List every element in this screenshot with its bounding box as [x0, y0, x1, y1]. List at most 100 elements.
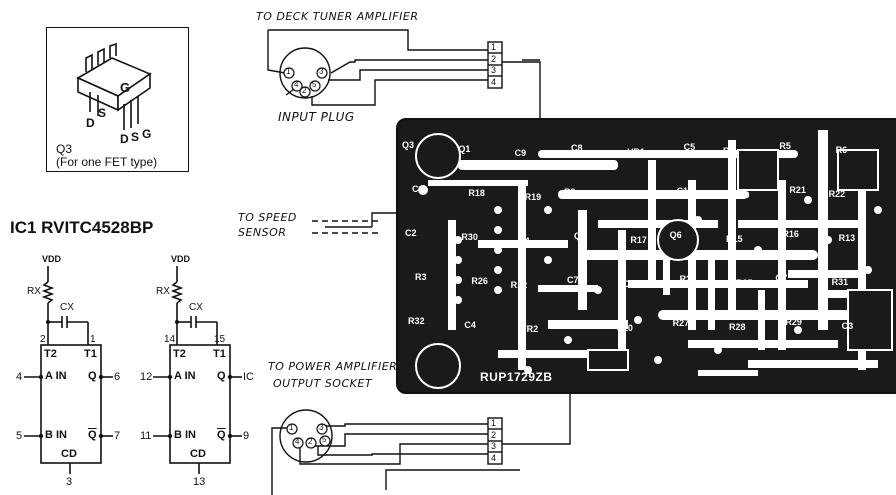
q3-title: Q3: [56, 142, 73, 156]
label-input-plug: INPUT PLUG: [278, 110, 355, 124]
pcb-part-label: C3: [841, 321, 854, 331]
ic1-right-cx: CX: [189, 302, 203, 313]
pcb-part-label: R4: [723, 146, 735, 156]
pcb-board-id: RUP1729ZB: [480, 370, 553, 384]
pcb-part-label: R22: [828, 189, 846, 199]
pcb-part-label: R25: [736, 278, 753, 288]
ic1-right-pin-a: 12: [140, 371, 153, 383]
pcb-part-label: Q1: [458, 144, 471, 154]
ic1-left-q: Q: [88, 370, 97, 382]
pcb-part-label: VR2: [520, 324, 539, 334]
din-bottom-pin-3: 3: [319, 423, 324, 432]
pcb-part-label: R16: [782, 229, 799, 239]
pcb-part-label: R21: [789, 185, 806, 195]
ic1-left-a-in: A IN: [45, 370, 67, 382]
ic1-right-pin-t1: 15: [214, 334, 226, 345]
conn-bottom-pin-4: 4: [491, 453, 497, 463]
din-top-pin-5: 5: [312, 80, 317, 89]
ic1-left-rx: RX: [27, 286, 41, 297]
pcb-part-label: C2: [405, 228, 417, 238]
q3-pin-s-right: S: [131, 130, 140, 144]
pcb-part-label: C5: [683, 142, 696, 152]
pcb-part-label: C4: [464, 320, 476, 330]
pcb-part-label: R13: [838, 233, 856, 243]
pcb-part-label: R3: [415, 272, 427, 282]
pcb-part-label: R31: [831, 277, 849, 287]
ic1-right-qbar: Q: [217, 429, 226, 441]
pcb-part-label: Q4: [517, 236, 530, 246]
pcb-part-label: R27: [672, 318, 690, 328]
ic1-right-pin-cd: 13: [193, 476, 206, 488]
din-top-pin-1: 1: [286, 67, 291, 76]
ic1-left-pin-qbar: 7: [114, 430, 121, 442]
pcb-part-label: C9: [514, 148, 527, 158]
pcb-part-label: Q5: [574, 231, 587, 241]
pcb-part-label: Q7: [775, 273, 788, 283]
ic1-left-t2: T2: [44, 348, 57, 360]
ic1-right-rx: RX: [156, 286, 170, 297]
conn-bottom-pin-2: 2: [491, 430, 497, 440]
pcb-part-label: VR1: [627, 147, 645, 157]
ic1-right-q: Q: [217, 370, 226, 382]
ic1-left-pin-cd: 3: [66, 476, 73, 488]
ic1-left-qbar: Q: [88, 429, 97, 441]
q3-pin-s-left: S: [98, 106, 107, 120]
pcb-board: RUP1729ZB: [396, 118, 896, 394]
pcb-part-label: R15: [726, 234, 743, 244]
pcb-part-label: R9: [564, 187, 576, 197]
pcb-part-label: R26: [471, 276, 488, 286]
din-top-pin-2: 2: [302, 86, 307, 95]
q3-gate-label: G: [120, 80, 131, 95]
pcb-part-label: R19: [524, 192, 542, 202]
ic1-left-pin-t1: 1: [90, 334, 96, 345]
ic1-left-pin-t2: 2: [40, 334, 46, 345]
ic1-left-t1: T1: [84, 348, 97, 360]
q3-pin-d-left: D: [86, 116, 95, 130]
pcb-part-label: Q6: [669, 230, 682, 240]
conn-bottom-pin-1: 1: [491, 418, 497, 428]
ic1-right-a-in: A IN: [174, 370, 196, 382]
pcb-part-label: R23: [679, 274, 697, 284]
pcb-part-label: R28: [729, 322, 746, 332]
pcb-part-label: R20: [733, 190, 750, 200]
pcb-part-label: C27: [623, 279, 640, 289]
ic1-right-vdd: VDD: [171, 254, 191, 264]
pcb-part-label: TH1: [620, 191, 638, 201]
label-power-amp-1: TO POWER AMPLIFIER: [268, 360, 398, 373]
q3-package-box: [46, 27, 189, 172]
din-bottom-pin-4: 4: [295, 437, 300, 446]
ic1-right-cd: CD: [190, 448, 206, 460]
din-bottom-pin-5: 5: [322, 435, 327, 444]
ic1-right-pin-b: 11: [140, 430, 152, 442]
conn-top-pin-4: 4: [491, 77, 497, 87]
ic1-left-cd: CD: [61, 448, 77, 460]
label-speed-sensor-1: TO SPEED: [238, 211, 297, 224]
ic1-left-pin-q: 6: [114, 371, 121, 383]
ic1-left-vdd: VDD: [42, 254, 62, 264]
q3-pin-d-right: D: [120, 132, 129, 146]
q3-subtitle: (For one FET type): [56, 155, 158, 169]
din-top-pin-3: 3: [319, 67, 324, 76]
pcb-part-label: C10: [616, 323, 633, 333]
pcb-part-label: R17: [630, 235, 647, 245]
pcb-traces: [415, 130, 893, 389]
pcb-part-label: C7: [567, 275, 579, 285]
label-deck-tuner: TO DECK TUNER AMPLIFIER: [256, 10, 419, 23]
q3-pin-g-right: G: [142, 127, 152, 141]
conn-top-pin-2: 2: [491, 54, 497, 64]
ic1-right-b-in: B IN: [174, 429, 196, 441]
pcb-part-label: R29: [785, 317, 802, 327]
ic1-left-cx: CX: [60, 302, 74, 313]
ic1-right-t2: T2: [173, 348, 186, 360]
pcb-part-label: Q3: [402, 140, 415, 150]
pcb-part-label: R6: [835, 145, 848, 155]
ic1-left-pin-b: 5: [16, 430, 23, 442]
pcb-part-label: C11: [676, 186, 693, 196]
conn-bottom-pin-3: 3: [491, 441, 497, 451]
pcb-part-label: R32: [408, 316, 425, 326]
label-power-amp-2: OUTPUT SOCKET: [273, 377, 373, 390]
ic1-left-b-in: B IN: [45, 429, 67, 441]
ic1-title: IC1 RVITC4528BP: [10, 218, 154, 237]
pcb-part-label: R5: [779, 141, 791, 151]
